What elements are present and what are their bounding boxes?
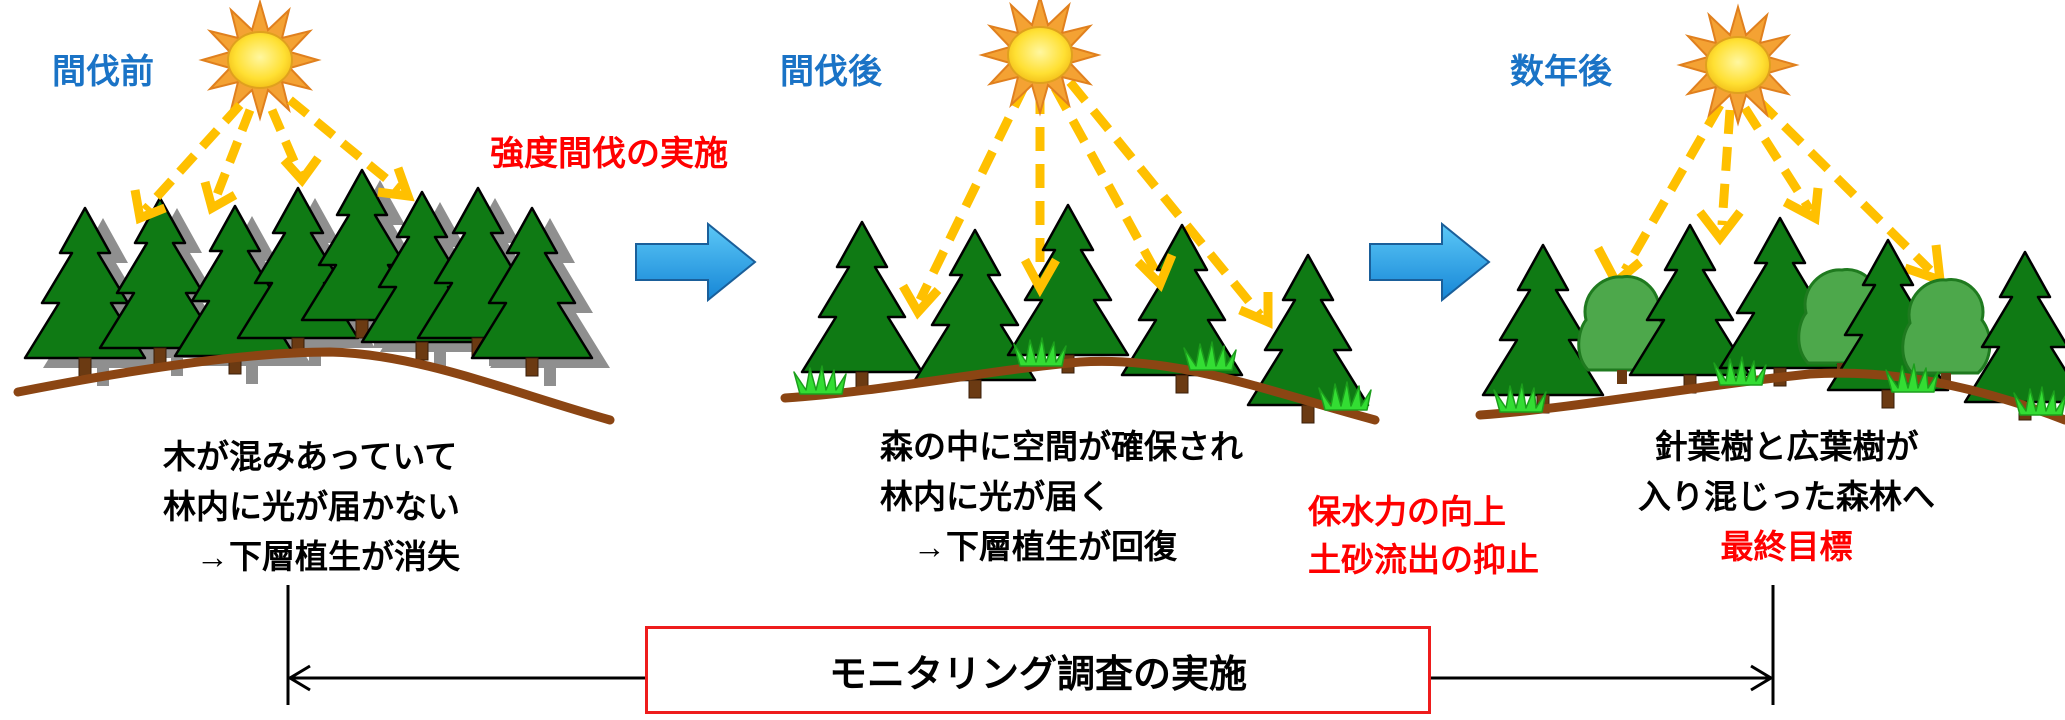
arrowhead-left-icon [287, 664, 311, 692]
description-line: →下層植生が消失 [163, 538, 460, 575]
light-ray-arrow-icon [1741, 105, 1814, 213]
light-ray-heads [1594, 187, 1946, 290]
sun-icon [201, 1, 319, 119]
ground [1475, 368, 2065, 425]
stage-description-after: 森の中に空間が確保され 林内に光が届く →下層植生が回復 [880, 422, 1243, 572]
arrowhead-right-icon [1750, 664, 1774, 692]
ground [13, 347, 615, 425]
description-line: 入り混じった森林へ [1638, 478, 1935, 515]
final-goal-label: 最終目標 [1720, 528, 1853, 565]
description-line: 林内に光が届かない [163, 488, 460, 525]
description-line: 針葉樹と広葉樹が [1654, 428, 1919, 465]
stage-label-later: 数年後 [1510, 53, 1612, 91]
light-ray-arrow-icon [267, 108, 305, 177]
monitoring-box: モニタリング調査の実施 [645, 626, 1431, 714]
light-ray-arrow-icon [1754, 96, 1934, 274]
light-ray-arrow-icon [915, 83, 1030, 302]
monitoring-label: モニタリング調査の実施 [828, 653, 1247, 696]
stage-description-later: 針葉樹と広葉樹が 入り混じった森林へ 最終目標 [1638, 422, 1935, 572]
light-rays [915, 79, 1264, 318]
stage-description-before: 木が混みあっていて 林内に光が届かない →下層植生が消失 [163, 432, 460, 582]
effect-line: 保水力の向上 [1308, 493, 1506, 530]
stage-label-after: 間伐後 [780, 53, 882, 91]
description-line: 木が混みあっていて [163, 438, 458, 475]
conifer-tree-icon [1006, 203, 1130, 375]
panel-after-thinning [780, 0, 1380, 425]
light-rays [141, 96, 403, 214]
description-line: 林内に光が届く [880, 478, 1111, 515]
light-ray-arrow-icon [1717, 109, 1735, 226]
light-ray-heads [899, 253, 1273, 329]
light-ray-arrow-icon [1066, 79, 1264, 318]
description-line: →下層植生が回復 [880, 528, 1177, 565]
light-ray-arrow-icon [210, 108, 255, 202]
light-ray-arrow-icon [141, 101, 244, 214]
conifer-tree-icon [800, 220, 924, 392]
sun-icon [1679, 6, 1797, 124]
process-arrow-icon [635, 221, 757, 303]
description-line: 森の中に空間が確保され [880, 428, 1243, 465]
effects-note: 保水力の向上 土砂流出の抑止 [1308, 488, 1539, 584]
effect-line: 土砂流出の抑止 [1308, 541, 1539, 578]
light-ray-arrow-icon [1621, 102, 1724, 273]
monitoring-span [286, 585, 1775, 705]
light-ray-arrow-icon [287, 96, 403, 194]
light-rays [1621, 96, 1934, 274]
process-arrow-icon [1369, 221, 1491, 303]
panel-years-later [1475, 6, 2065, 425]
light-ray-heads [130, 155, 415, 225]
action-label: 強度間伐の実施 [490, 135, 728, 173]
panel-before-thinning [13, 1, 615, 425]
stage-label-before: 間伐前 [52, 53, 154, 91]
ground [780, 356, 1380, 425]
